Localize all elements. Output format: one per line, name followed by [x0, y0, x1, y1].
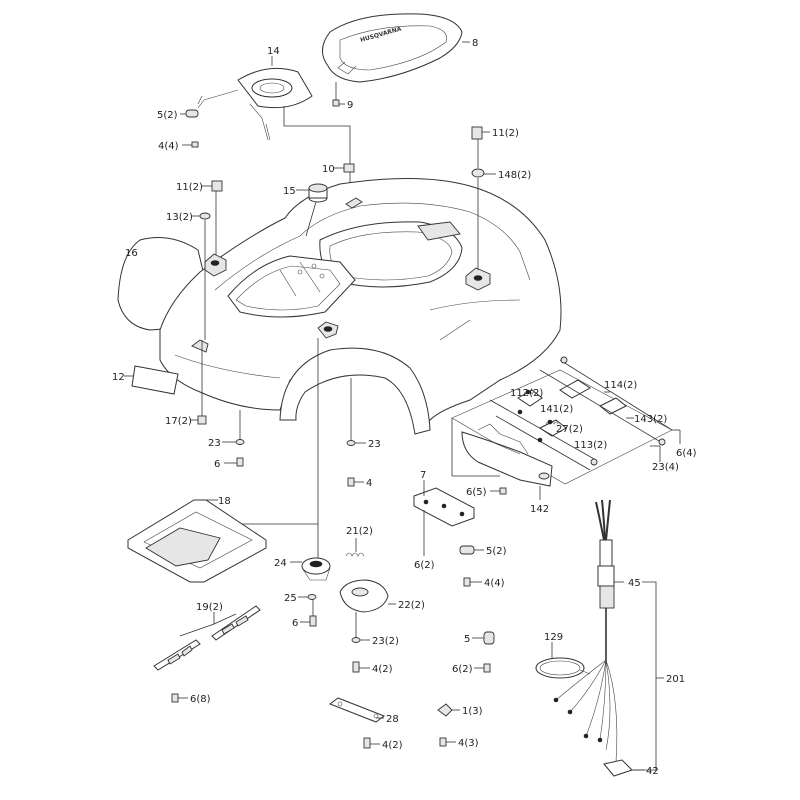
label-13: 13(2): [166, 212, 193, 223]
label-24: 24: [274, 558, 287, 569]
label-5-right: 5(2): [486, 546, 507, 557]
plate-28: [328, 697, 386, 723]
label-143: 143(2): [634, 414, 667, 425]
label-142: 142: [530, 504, 549, 515]
label-15: 15: [283, 186, 296, 197]
label-21: 21(2): [346, 526, 373, 537]
nut-17: [190, 340, 207, 425]
part-main-body: [117, 178, 562, 435]
spring-21: [345, 538, 365, 557]
tray-18: [127, 499, 267, 583]
spacer-5: [180, 109, 199, 118]
screw-6-bottom: [300, 600, 317, 627]
label-6-right: 6(4): [676, 448, 697, 459]
part-handle-bracket: [197, 67, 313, 141]
label-6-rail: 6(8): [190, 694, 211, 705]
label-22: 22(2): [398, 600, 425, 611]
label-112: 112(2): [510, 388, 543, 399]
label-129: 129: [544, 632, 563, 643]
screw-4-bottom: [352, 661, 370, 673]
label-23-bottom: 23(2): [372, 636, 399, 647]
label-114: 114(2): [604, 380, 637, 391]
label-4-bottom: 4(2): [372, 664, 393, 675]
label-4-clip: 4(3): [458, 738, 479, 749]
washer-23-center: [346, 378, 366, 446]
label-28: 28: [386, 714, 399, 725]
label-18: 18: [218, 496, 231, 507]
wheel-motor-24: [290, 557, 331, 581]
part-top-cover: HUSQVARNA: [322, 13, 463, 83]
label-4-plate: 4(2): [382, 740, 403, 751]
spacer-5-small: [472, 631, 495, 645]
label-10: 10: [322, 164, 335, 175]
charging-contact-7: [413, 480, 475, 556]
label-113: 113(2): [574, 440, 607, 451]
label-148: 148(2): [498, 170, 531, 181]
cable-tie-129: [535, 642, 591, 679]
washer-23-bottom: [351, 612, 370, 643]
label-4-top: 4(4): [158, 141, 179, 152]
screw-4-plate: [363, 737, 380, 749]
label-8: 8: [472, 38, 478, 49]
label-42: 42: [646, 766, 659, 777]
label-16: 16: [125, 248, 138, 259]
label-14: 14: [267, 46, 280, 57]
label-6-left: 6: [214, 459, 220, 470]
label-4-center: 4: [366, 478, 372, 489]
label-23-right: 23(4): [652, 462, 679, 473]
label-201: 201: [666, 674, 685, 685]
label-23-center: 23: [368, 439, 381, 450]
label-7: 7: [420, 470, 426, 481]
washer-25: [298, 594, 317, 600]
hub-22: [339, 579, 396, 613]
label-5-small: 5: [464, 634, 470, 645]
bushing-148: [471, 139, 496, 270]
label-25: 25: [284, 593, 297, 604]
clip-10: [334, 163, 355, 173]
screw-9: [332, 82, 345, 107]
screw-6-small: [474, 663, 491, 673]
plug-13: [192, 212, 211, 340]
label-17: 17(2): [165, 416, 192, 427]
label-6-bottom: 6: [292, 618, 298, 629]
screw-4-top: [182, 141, 199, 148]
label-9: 9: [347, 100, 353, 111]
label-12: 12: [112, 372, 125, 383]
label-5-top: 5(2): [157, 110, 178, 121]
charging-bracket-assembly: [451, 356, 673, 487]
label-11-left: 11(2): [176, 182, 203, 193]
clip-1: [437, 703, 460, 717]
screw-6-rail: [171, 693, 188, 703]
nut-11-right: [471, 126, 490, 140]
spacer-5-right: [459, 545, 484, 555]
label-6-small: 6(2): [452, 664, 473, 675]
screw-4-clip: [439, 737, 456, 747]
screw-4-right: [463, 577, 482, 587]
label-27: 27(2): [556, 424, 583, 435]
label-4-right: 4(4): [484, 578, 505, 589]
cable-harness-201: [553, 499, 664, 777]
label-6-contact: 6(2): [414, 560, 435, 571]
label-45: 45: [628, 578, 641, 589]
label-19: 19(2): [196, 602, 223, 613]
label-141: 141(2): [540, 404, 573, 415]
label-plate-12: [124, 365, 179, 395]
nut-11-left: [202, 180, 223, 255]
label-1: 1(3): [462, 706, 483, 717]
screw-6-charging: [490, 487, 507, 495]
label-11-right: 11(2): [492, 128, 519, 139]
washer-23-left: [222, 410, 245, 445]
rail-19: [153, 605, 261, 671]
callout-labels: 14 8 9 5(2) 4(4) 11(2) 10 11(2) 15 148(2…: [112, 38, 697, 777]
screw-6-left: [224, 457, 244, 467]
label-6-charging: 6(5): [466, 487, 487, 498]
label-23-left: 23: [208, 438, 221, 449]
screw-4-center: [347, 477, 364, 487]
knob-15: [296, 183, 328, 237]
